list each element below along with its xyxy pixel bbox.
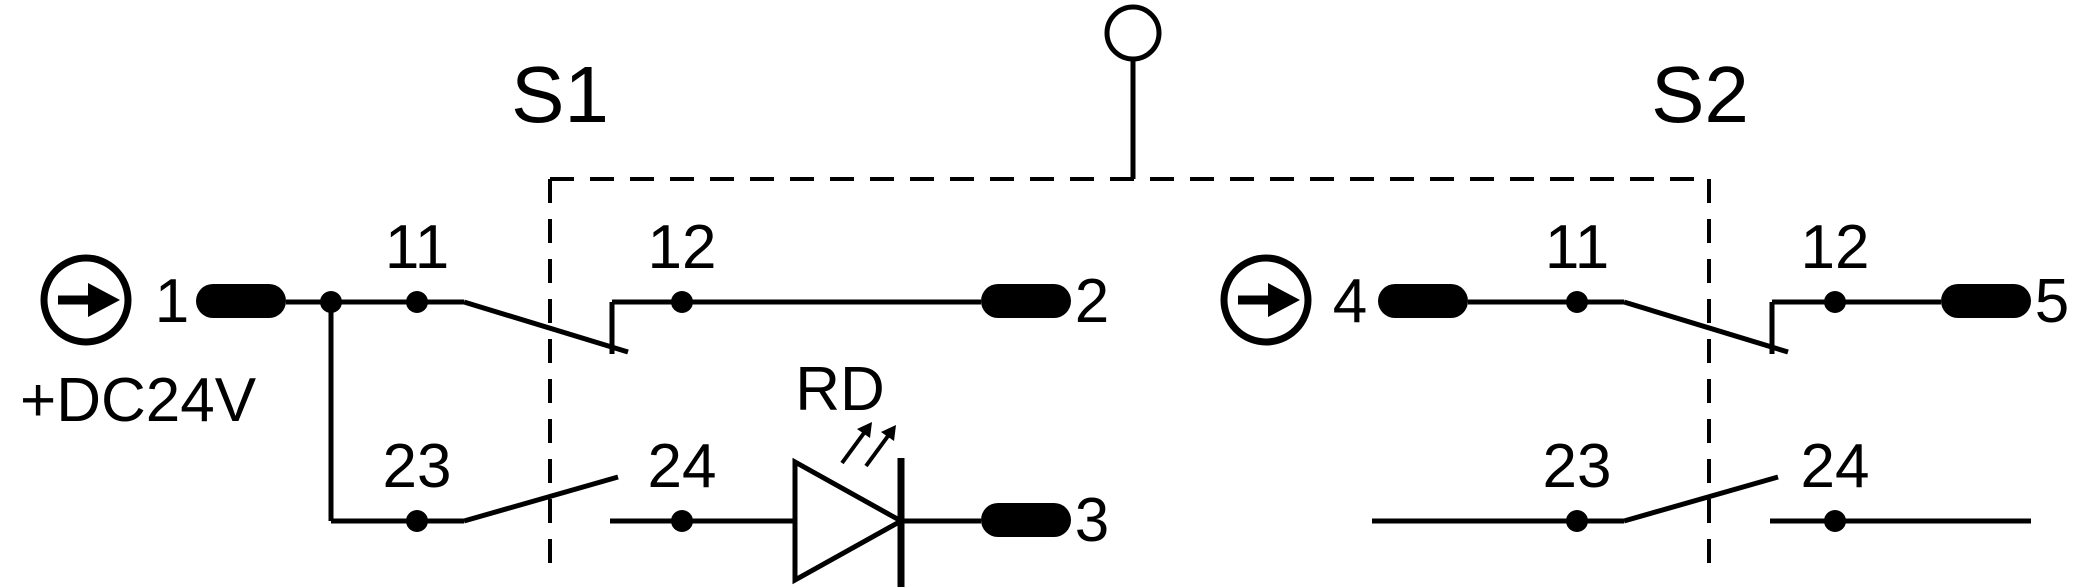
led-indicator: RD 3 <box>792 355 1109 587</box>
switch-s2: 11 12 5 23 24 <box>1372 213 2069 532</box>
switch-s1: 11 12 2 23 24 <box>286 213 1109 532</box>
terminal-dot-s2-24 <box>1824 510 1846 532</box>
terminal-label-s2-11: 11 <box>1545 213 1609 282</box>
led-color-label: RD <box>795 355 885 424</box>
terminal-label-s2-24: 24 <box>1801 432 1870 501</box>
terminal-label-s1-12: 12 <box>648 213 717 282</box>
nc-moving-contact <box>463 299 629 355</box>
actuator <box>548 4 1711 575</box>
supply-voltage-label: +DC24V <box>20 366 257 435</box>
terminal-label-s1-11: 11 <box>385 213 449 282</box>
terminal-1-label: 1 <box>155 267 189 336</box>
switch-s2-title: S2 <box>1651 50 1749 139</box>
terminal-dot-s2-11 <box>1566 291 1588 313</box>
nc-moving-contact <box>1623 299 1789 355</box>
terminal-1-pin <box>196 284 286 318</box>
actuator-button-icon <box>1104 4 1162 62</box>
terminal-4-label: 4 <box>1333 267 1367 336</box>
terminal-label-s1-23: 23 <box>383 432 452 501</box>
led-emission-arrows-icon <box>840 422 896 468</box>
s2-input: 4 <box>1220 254 1468 346</box>
no-moving-contact <box>1623 474 1779 524</box>
switch-s1-title: S1 <box>511 50 609 139</box>
terminal-dot-s2-23 <box>1566 510 1588 532</box>
arrow-right-icon <box>58 283 120 317</box>
supply-input: 1 +DC24V <box>20 254 286 435</box>
arrow-right-icon <box>1238 283 1300 317</box>
terminal-3-pin <box>981 503 1071 537</box>
terminal-dot-s1-11 <box>406 291 428 313</box>
no-moving-contact <box>463 474 619 524</box>
terminal-label-s2-12: 12 <box>1801 213 1870 282</box>
terminal-2-pin <box>981 284 1071 318</box>
terminal-4-pin <box>1378 284 1468 318</box>
terminal-5-pin <box>1941 284 2031 318</box>
terminal-5-label: 5 <box>2035 267 2069 336</box>
terminal-3-label: 3 <box>1075 486 1109 555</box>
terminal-dot-s1-12 <box>671 291 693 313</box>
terminal-dot-s1-23 <box>406 510 428 532</box>
terminal-2-label: 2 <box>1075 267 1109 336</box>
terminal-dot-s1-24 <box>671 510 693 532</box>
terminal-label-s2-23: 23 <box>1543 432 1612 501</box>
terminal-dot-s2-12 <box>1824 291 1846 313</box>
terminal-label-s1-24: 24 <box>648 432 717 501</box>
led-triangle <box>792 457 907 585</box>
